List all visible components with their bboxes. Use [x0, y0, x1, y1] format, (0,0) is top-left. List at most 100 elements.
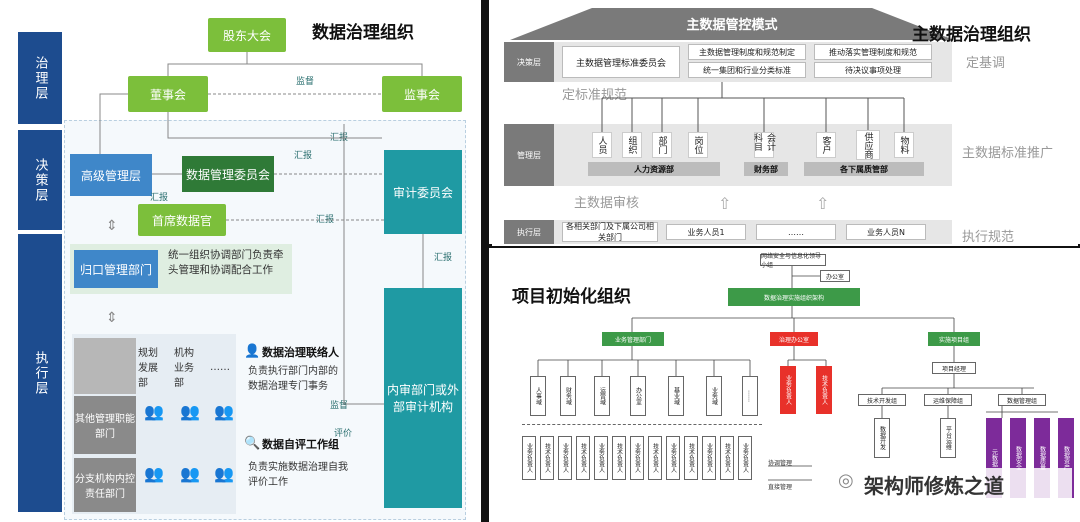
sub-item-data-dev: 数据开发	[874, 418, 890, 458]
side-label-3: 执行规范	[962, 230, 1015, 245]
role-divider	[522, 424, 762, 425]
side-label-2: 主数据标准推广	[962, 146, 1054, 161]
br-title: 项目初始化组织	[512, 287, 631, 307]
roof-shape	[510, 8, 954, 40]
role-biz-lead: 业务负责人	[666, 436, 680, 480]
decision-cell-1: 主数据管理标准委员会	[562, 46, 680, 78]
exec-cell-2: 业务人员1	[666, 224, 746, 240]
governance-org-panel: 治理层 决策层 执行层 数据治理组织 股东大会 董事会 监事会 监督 高级管理层…	[4, 4, 478, 520]
legend-coordinate: 协调管理	[768, 460, 793, 467]
wechat-icon: ◎	[838, 470, 854, 491]
sub-data-mgmt: 数据管理组	[998, 394, 1046, 406]
roof-title: 主数据管控模式	[686, 18, 778, 33]
exec-corner	[74, 338, 136, 394]
node-senior-mgmt: 高级管理层	[70, 154, 152, 196]
legend-direct: 直接管理	[768, 484, 793, 491]
sub-ops: 运维保障组	[924, 394, 972, 406]
role-biz-lead: 业务负责人	[558, 436, 572, 480]
other-depts: 其他管理职能部门	[74, 396, 136, 454]
person-icon: 👥	[214, 402, 234, 421]
biz-item-supplier: 供应商	[856, 130, 880, 160]
self-eval-icon: 🔍	[244, 436, 261, 451]
exec-cell-1: 各相关部门及下属公司相关部门	[562, 222, 658, 242]
liaison-desc: 负责执行部门内部的数据治理专门事务	[248, 366, 338, 392]
up-arrow-icon: ⇧	[718, 194, 732, 213]
horizontal-divider	[489, 244, 1080, 248]
col-biz: 机构业务部	[174, 348, 194, 389]
role-tech-lead: 技术负责人	[648, 436, 662, 480]
person-icon: 👥	[180, 464, 200, 483]
role-tech-lead: 技术负责人	[540, 436, 554, 480]
red-tech-lead: 技术负责人	[816, 366, 832, 414]
liaison-title: 数据治理联络人	[262, 346, 339, 359]
node-leading-group: 网络安全与信息化领导小组	[760, 253, 826, 269]
node-office: 办公室	[820, 270, 850, 282]
node-internal-audit: 内审部门或外部审计机构	[384, 288, 462, 508]
liaison-icon: 👤	[244, 344, 261, 359]
decision-cell-4: 推动落实管理制度和规范	[814, 44, 932, 60]
role-biz-lead: 业务负责人	[738, 436, 752, 480]
edge-report-2: 汇报	[294, 151, 313, 161]
br-tree-lines	[537, 264, 1058, 481]
group-biz-mgmt: 业务管理部门	[602, 332, 664, 346]
biz-domain-office: 办公室	[630, 376, 646, 416]
tr-tree-lines	[601, 82, 905, 132]
tr-title: 主数据治理组织	[912, 25, 1031, 45]
grey-label-1: 定标准规范	[562, 88, 628, 103]
group-gov-office: 治理办公室	[770, 332, 818, 346]
role-tech-lead: 技术负责人	[576, 436, 590, 480]
node-shareholders: 股东大会	[208, 18, 286, 52]
vertical-divider	[481, 0, 489, 522]
row-mgmt: 管理层	[504, 124, 554, 186]
branch-depts: 分支机构内控责任部门	[74, 458, 136, 512]
edge-report-3: 汇报	[150, 193, 169, 203]
self-eval-desc: 负责实施数据治理自我评价工作	[248, 462, 348, 488]
edge-report-5: 汇报	[434, 253, 453, 263]
row-decision: 决策层	[504, 42, 554, 82]
side-label-1: 定基调	[966, 56, 1006, 71]
project-init-org-panel: 项目初始化组织	[492, 248, 1078, 520]
col-more: ……	[210, 362, 230, 373]
person-icon: 👥	[144, 402, 164, 421]
role-biz-lead: 业务负责人	[594, 436, 608, 480]
biz-item-customer: 客户	[816, 132, 836, 158]
role-tech-lead: 技术负责人	[720, 436, 734, 480]
hr-item-org: 组织	[622, 132, 642, 158]
left-title: 数据治理组织	[312, 23, 414, 43]
layer-governance: 治理层	[18, 32, 62, 124]
watermark-bg	[832, 468, 1072, 502]
up-arrow-icon: ⇧	[816, 194, 830, 213]
col-plan: 规划发展部	[138, 348, 158, 389]
row-exec: 执行层	[504, 220, 554, 244]
exec-cell-3: ……	[756, 224, 836, 240]
fin-item-account: 会计科目	[752, 132, 775, 158]
edge-supervise-1: 监督	[296, 77, 315, 87]
biz-domain-more: ……	[742, 376, 758, 416]
dept-hr: 人力资源部	[588, 162, 720, 176]
edge-evaluate: 评价	[334, 429, 353, 439]
layer-decision: 决策层	[18, 130, 62, 230]
grey-label-2: 主数据审核	[574, 196, 640, 211]
double-arrow-icon-2: ⇕	[106, 310, 118, 326]
left-connectors	[99, 52, 424, 405]
master-data-org-panel: 主数据管控模式 主数据治理组织 决策层 主数据管理标准委员会 主数据管理制度和规…	[492, 2, 1078, 246]
role-biz-lead: 业务负责人	[522, 436, 536, 480]
edge-report-4: 汇报	[316, 215, 335, 225]
exec-cell-4: 业务人员N	[846, 224, 926, 240]
hr-item-personnel: 人员	[592, 132, 612, 158]
hr-item-dept: 部门	[652, 132, 672, 158]
sub-tech-dev: 技术开发组	[858, 394, 906, 406]
biz-domain-ops: 运营域	[594, 376, 610, 416]
edge-supervise-2: 监督	[330, 401, 349, 411]
node-dm-committee: 数据管理委员会	[182, 156, 274, 192]
hr-item-post: 岗位	[688, 132, 708, 158]
person-icon: 👥	[214, 464, 234, 483]
decision-cell-3: 统一集团和行业分类标准	[688, 62, 806, 78]
role-tech-lead: 技术负责人	[684, 436, 698, 480]
node-cdo: 首席数据官	[138, 204, 226, 236]
biz-domain-finance: 财务域	[560, 376, 576, 416]
biz-domain-base: 基业域	[668, 376, 684, 416]
biz-domain-business: 业务域	[706, 376, 722, 416]
role-biz-lead: 业务负责人	[702, 436, 716, 480]
group-impl-team: 实施项目组	[928, 332, 980, 346]
